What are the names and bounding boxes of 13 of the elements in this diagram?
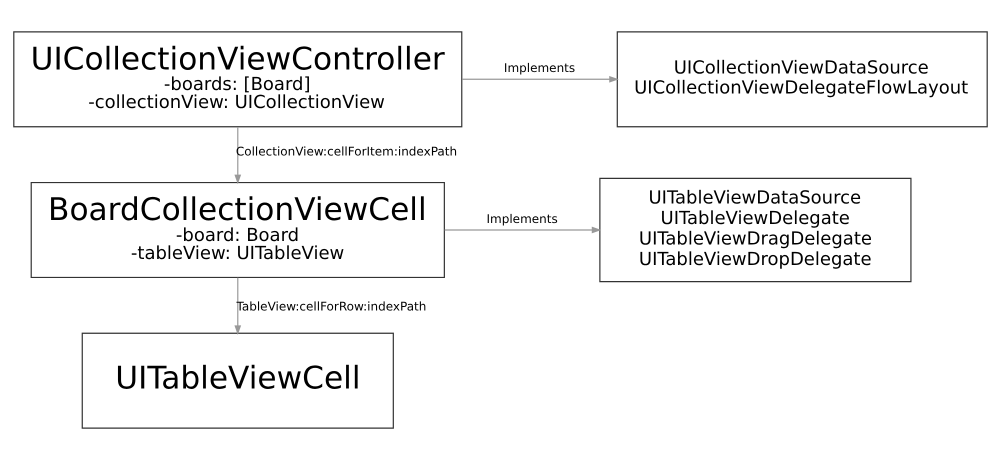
edge-label: Implements <box>503 60 575 75</box>
node-box: UITableViewDataSource UITableViewDelegate UITableViewDragDelegate UITableViewDropDelegate <box>598 177 912 282</box>
node-box: UICollectionViewDataSource UICollectionViewDelegateFlowLayout <box>616 30 988 127</box>
node-box: UITableViewCell <box>81 332 394 428</box>
arrow <box>234 277 241 334</box>
node-box: UICollectionViewController -boards: [Board] -collectionView: UICollectionView <box>12 30 462 127</box>
arrow <box>462 75 618 82</box>
node-box: BoardCollectionViewCell -board: Board -tableView: UITableView <box>30 181 444 278</box>
edge-label: TableView:cellForRow:indexPath <box>236 298 426 313</box>
edge-label: CollectionView:cellForItem:indexPath <box>235 144 457 158</box>
edge-label: Implements <box>486 211 558 226</box>
arrow <box>234 126 241 184</box>
arrow <box>444 226 601 233</box>
